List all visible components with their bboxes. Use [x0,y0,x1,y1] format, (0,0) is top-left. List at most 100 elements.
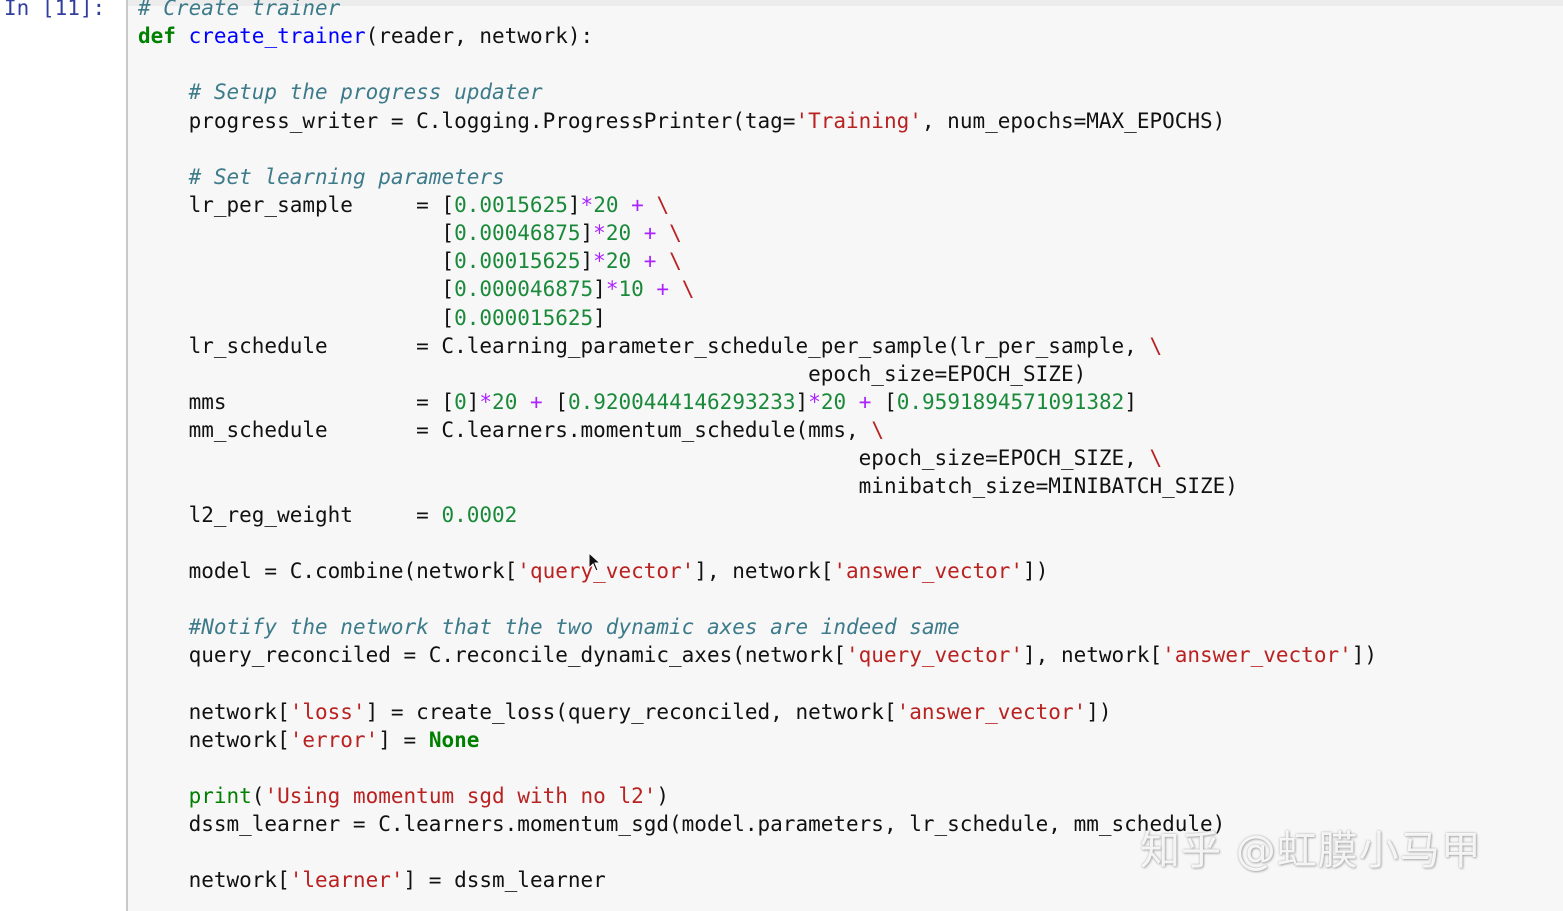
code-line[interactable]: minibatch_size=MINIBATCH_SIZE) [138,472,1377,500]
code-line[interactable]: dssm_learner = C.learners.momentum_sgd(m… [138,810,1377,838]
code-text: [ [138,249,455,274]
code-text: network[ [138,868,290,893]
code-line[interactable] [138,50,1377,78]
code-string: \ [656,192,670,217]
code-text: [ [138,221,455,246]
code-text: dssm_learner = C.learners.momentum_sgd(m… [138,812,1226,837]
code-line[interactable] [138,135,1377,163]
code-builtin: print [188,783,252,808]
code-line[interactable] [138,585,1377,613]
code-string: \ [871,418,884,443]
code-text: [ [871,389,897,414]
code-text: mms = [ [138,389,455,414]
code-text: model = C.combine(network[ [138,558,518,583]
code-line[interactable]: #Notify the network that the two dynamic… [138,613,1377,641]
code-text: ] = dssm_learner [403,868,606,893]
code-text: [ [542,389,568,414]
code-line[interactable]: def create_trainer(reader, network): [138,22,1377,50]
cell-input-prompt: In [11]: [4,0,106,20]
code-number: 0.0015625 [454,192,568,217]
code-line[interactable]: model = C.combine(network['query_vector'… [138,557,1377,585]
code-line[interactable] [138,529,1377,557]
code-string: 'loss' [289,699,366,724]
code-line[interactable]: # Set learning parameters [138,163,1377,191]
code-function-name: create_trainer [188,24,366,49]
code-line[interactable]: [0.000046875]*10 + \ [138,275,1377,303]
code-number: 0.9591894571091382 [896,389,1125,414]
code-text [669,277,682,301]
code-text: ] [1124,389,1137,414]
code-line[interactable]: epoch_size=EPOCH_SIZE) [138,360,1377,388]
code-text: ] [580,221,594,246]
code-line[interactable]: network['error'] = None [138,726,1377,754]
code-text: ]) [1351,643,1378,668]
code-text [631,221,644,245]
code-text [138,165,189,189]
code-string: 'Training' [795,108,922,133]
code-operator: + [656,277,670,302]
code-line[interactable]: # Setup the progress updater [138,78,1377,106]
code-text [631,249,644,273]
code-text: ], network[ [1023,643,1163,668]
code-number: 20 [820,389,847,414]
code-operator: + [643,221,657,246]
code-line[interactable]: network['learner'] = dssm_learner [138,866,1377,894]
code-line[interactable]: [0.00046875]*20 + \ [138,219,1377,247]
code-string: 'answer_vector' [1162,643,1352,668]
code-line[interactable]: mms = [0]*20 + [0.9200444146293233]*20 +… [138,388,1377,416]
code-line[interactable]: progress_writer = C.logging.ProgressPrin… [138,107,1377,135]
code-line[interactable]: mm_schedule = C.learners.momentum_schedu… [138,416,1377,444]
code-line[interactable]: lr_per_sample = [0.0015625]*20 + \ [138,191,1377,219]
code-text [644,277,657,301]
code-string: 'answer_vector' [896,699,1087,724]
code-text: ( [251,783,265,808]
code-string: \ [1149,333,1163,358]
code-text [138,615,189,639]
code-line[interactable]: [0.00015625]*20 + \ [138,247,1377,275]
code-operator: + [631,192,644,217]
code-text [176,24,189,48]
code-operator: * [808,389,821,414]
code-text: network[ [138,727,290,752]
code-text: [ [138,305,455,330]
zhihu-watermark: 知乎 @虹膜小马甲 [1140,828,1482,874]
code-line[interactable]: epoch_size=EPOCH_SIZE, \ [138,444,1377,472]
code-string: \ [669,249,682,274]
cell-top-edge [128,0,1563,6]
code-comment: # Create trainer [138,0,341,20]
code-operator: * [593,221,606,246]
code-text: [ [138,277,455,302]
code-comment: #Notify the network that the two dynamic… [188,615,960,640]
code-text: minibatch_size=MINIBATCH_SIZE) [138,474,1238,499]
code-text: ]) [1086,699,1112,724]
code-text: l2_reg_weight = [138,502,442,527]
code-string: \ [1149,446,1163,471]
code-text: ) [656,783,670,808]
code-line[interactable]: lr_schedule = C.learning_parameter_sched… [138,332,1377,360]
code-line[interactable]: query_reconciled = C.reconcile_dynamic_a… [138,641,1378,669]
code-text [618,193,631,217]
code-string: \ [681,277,695,302]
code-operator: + [858,389,872,414]
code-text: (reader, network): [365,24,594,49]
code-line[interactable] [138,669,1377,697]
code-string: 'answer_vector' [833,558,1024,583]
code-operator: + [643,249,657,274]
code-operator: + [530,389,543,414]
code-text: lr_schedule = C.learning_parameter_sched… [138,333,1150,358]
code-text: ] [593,277,606,302]
code-line[interactable]: print('Using momentum sgd with no l2') [138,782,1377,810]
code-line[interactable]: [0.000015625] [138,304,1377,332]
code-number: 0.000015625 [454,305,594,330]
code-text: ] [795,389,809,414]
code-line[interactable]: # Create trainer [138,0,1377,22]
code-line[interactable] [138,754,1377,782]
code-text: ] [593,305,606,330]
code-line[interactable]: network['loss'] = create_loss(query_reco… [138,698,1377,726]
code-text [846,390,859,414]
code-keyword: None [428,727,480,752]
code-operator: * [593,249,606,274]
code-line[interactable]: l2_reg_weight = 0.0002 [138,501,1377,529]
